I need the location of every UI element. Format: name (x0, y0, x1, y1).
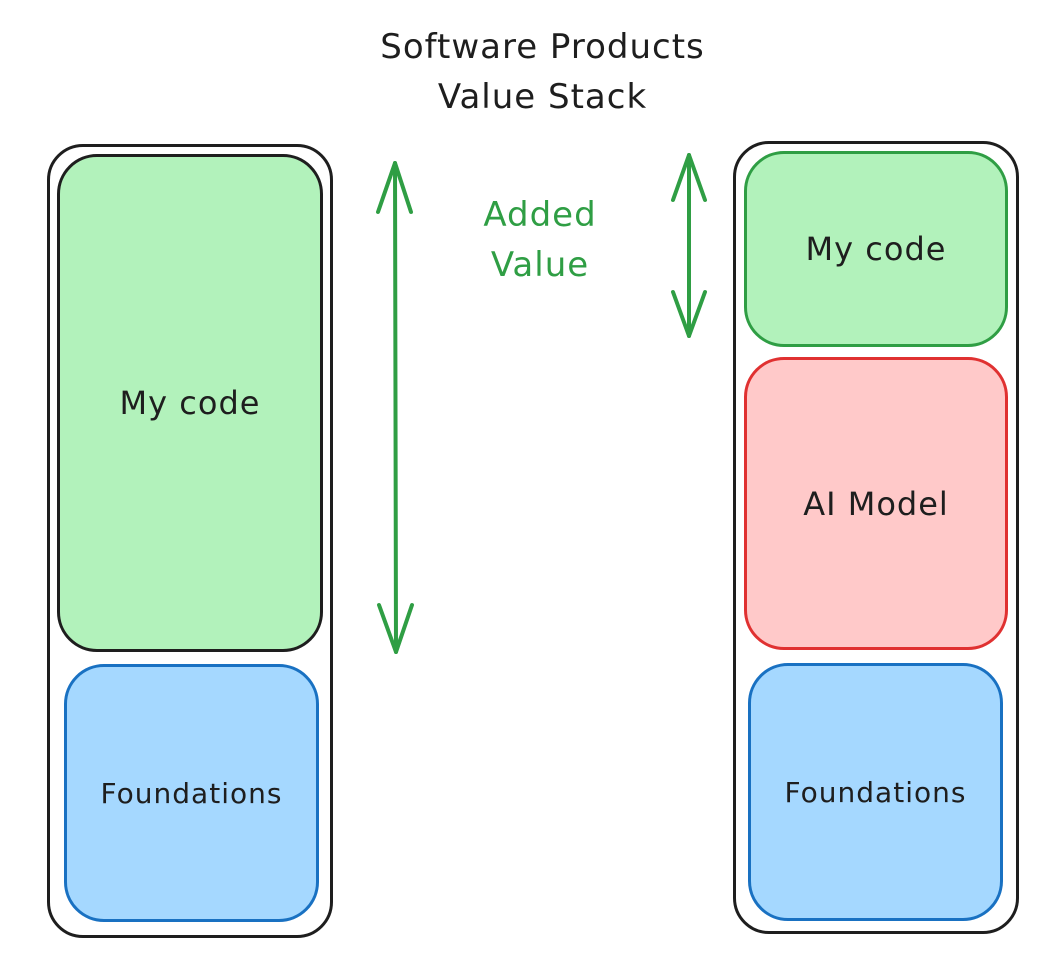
right-foundations-label: Foundations (784, 775, 967, 809)
right-my-code-label: My code (805, 230, 947, 268)
diagram-title-line-2: Value Stack (437, 77, 648, 117)
left-foundations-label: Foundations (100, 776, 283, 810)
left-my-code-label: My code (119, 384, 261, 422)
left-my-code-layer: My code (57, 154, 323, 652)
right-added-value-arrow (671, 153, 707, 338)
right-ai-model-layer: AI Model (744, 357, 1008, 650)
added-value-label-line-1: Added (483, 195, 597, 235)
right-ai-model-label: AI Model (803, 484, 949, 523)
right-foundations-layer: Foundations (748, 663, 1003, 921)
right-my-code-layer: My code (744, 151, 1008, 347)
diagram-title-line-1: Software Products (380, 27, 705, 67)
left-foundations-layer: Foundations (64, 664, 319, 922)
added-value-label-line-2: Value (490, 245, 590, 285)
left-added-value-arrow (376, 161, 414, 654)
